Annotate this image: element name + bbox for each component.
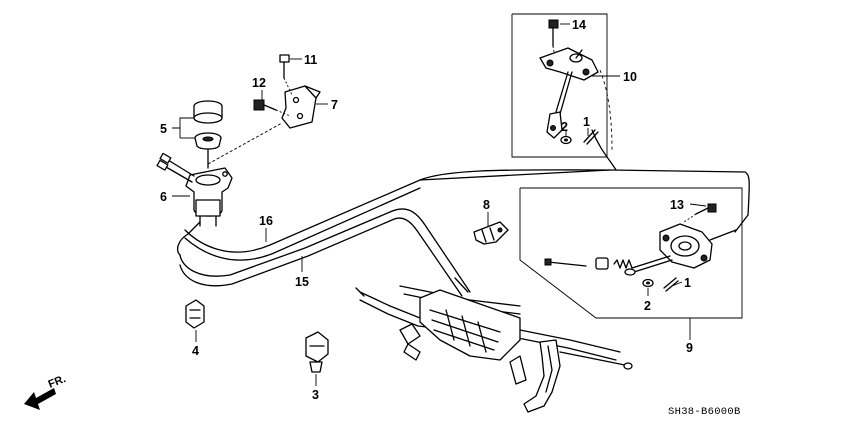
clip-part-4 xyxy=(185,299,205,329)
callout-2-upper: 2 xyxy=(561,120,568,134)
callout-7: 7 xyxy=(331,98,338,112)
pedal-linkage-assembly xyxy=(355,277,633,413)
callout-1-upper: 1 xyxy=(583,115,590,129)
front-direction-indicator: FR. xyxy=(24,373,68,410)
callout-3: 3 xyxy=(312,388,319,402)
cable-upper-link xyxy=(591,69,617,171)
bracket-part-7 xyxy=(281,85,321,129)
callout-5: 5 xyxy=(160,122,167,136)
clip-part-3 xyxy=(305,331,329,373)
callout-2-right: 2 xyxy=(644,299,651,313)
cable-16 xyxy=(184,169,750,261)
inset-box-upper xyxy=(511,13,608,158)
callout-9: 9 xyxy=(686,341,693,355)
rod-spring-part-9 xyxy=(544,257,633,270)
callout-8: 8 xyxy=(483,198,490,212)
callout-6: 6 xyxy=(160,190,167,204)
bolt-part-11 xyxy=(279,54,293,96)
callout-13: 13 xyxy=(670,198,684,212)
cap-part-5 xyxy=(193,100,223,150)
diagram-code: SH38-B6000B xyxy=(668,406,741,418)
callout-11: 11 xyxy=(304,53,317,67)
callout-1-right: 1 xyxy=(684,276,691,290)
callout-14: 14 xyxy=(572,18,586,32)
arrow-icon xyxy=(24,388,56,410)
cable-15 xyxy=(177,208,471,297)
callout-10: 10 xyxy=(623,70,637,84)
vacuum-actuator-part-6 xyxy=(156,122,283,227)
inset-box-right xyxy=(519,187,743,319)
actuator-part-9 xyxy=(624,223,737,276)
pin-part-1-upper xyxy=(583,129,599,145)
bolt-part-14 xyxy=(548,19,559,59)
callout-16: 16 xyxy=(259,214,273,228)
bolt-part-13 xyxy=(683,203,717,223)
bolt-part-12 xyxy=(253,99,291,117)
callout-4: 4 xyxy=(192,344,199,358)
washer-part-2-right xyxy=(642,278,654,288)
callout-15: 15 xyxy=(295,275,309,289)
front-label: FR. xyxy=(47,373,68,391)
leader-lines xyxy=(172,23,707,386)
washer-part-2-upper xyxy=(560,135,572,145)
clip-part-8 xyxy=(473,221,509,245)
callout-12: 12 xyxy=(252,76,266,90)
callout-labels: 14 10 1 2 11 12 7 5 6 16 15 8 13 1 2 9 4… xyxy=(160,18,693,402)
actuator-part-10 xyxy=(539,47,599,139)
